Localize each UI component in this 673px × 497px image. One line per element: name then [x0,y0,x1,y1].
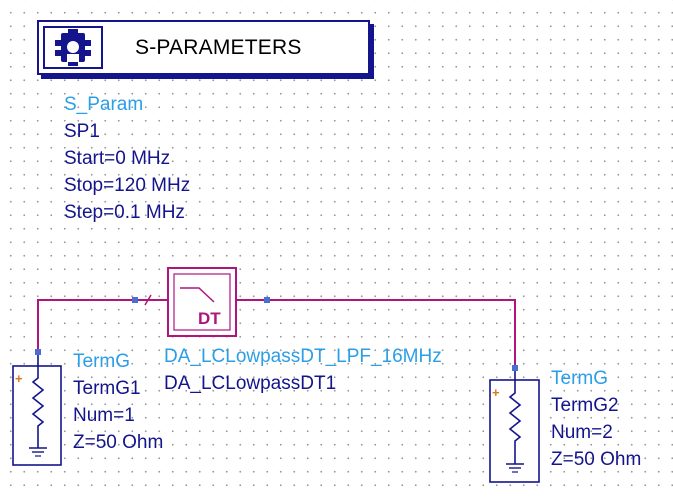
wire-tick [144,294,152,306]
termg1-type-label: TermG [73,351,130,372]
filter-symbol-text: DT [198,309,221,328]
filter-instance-label: DA_LCLowpassDT1 [164,373,337,394]
termg1-pin[interactable] [35,349,41,355]
filter-inner-frame [173,273,231,331]
resistor-symbol [508,371,522,464]
sparam-step-param: Step=0.1 MHz [64,202,185,223]
lowpass-filter-symbol [180,287,215,303]
resistor-symbol [31,355,45,448]
sparam-start-param: Start=0 MHz [64,148,171,169]
termg1-instance-label: TermG1 [73,378,141,399]
termg2-z-param: Z=50 Ohm [551,449,642,470]
termg2-plus-sign: + [492,385,500,400]
filter-pin-2[interactable] [264,297,270,303]
wire-left[interactable] [37,299,168,355]
termg2-instance-label: TermG2 [551,395,619,416]
gear-icon [55,29,91,66]
termg1-plus-sign: + [15,371,23,386]
sparameters-icon-frame [43,26,103,69]
filter-body[interactable] [167,267,237,337]
termg2-body[interactable] [489,379,540,483]
sparam-stop-param: Stop=120 MHz [64,175,191,196]
filter-pin-1[interactable] [132,297,138,303]
termg1-z-param: Z=50 Ohm [73,432,164,453]
termg1-component[interactable]: + [12,349,62,466]
sparameters-title: S-PARAMETERS [135,36,302,59]
filter-model-label: DA_LCLowpassDT_LPF_16MHz [164,346,442,367]
sparam-type-label: S_Param [64,94,144,115]
termg1-num-param: Num=1 [73,405,135,426]
termg2-component[interactable]: + [489,365,540,483]
termg2-type-label: TermG [551,368,608,389]
lowpass-filter-component[interactable]: DT [167,267,237,337]
termg2-num-param: Num=2 [551,422,613,443]
termg2-pin[interactable] [512,365,518,371]
wire-right[interactable] [236,299,516,368]
sparam-instance-label: SP1 [64,121,100,142]
sparameters-controller[interactable]: S-PARAMETERS [37,20,370,75]
